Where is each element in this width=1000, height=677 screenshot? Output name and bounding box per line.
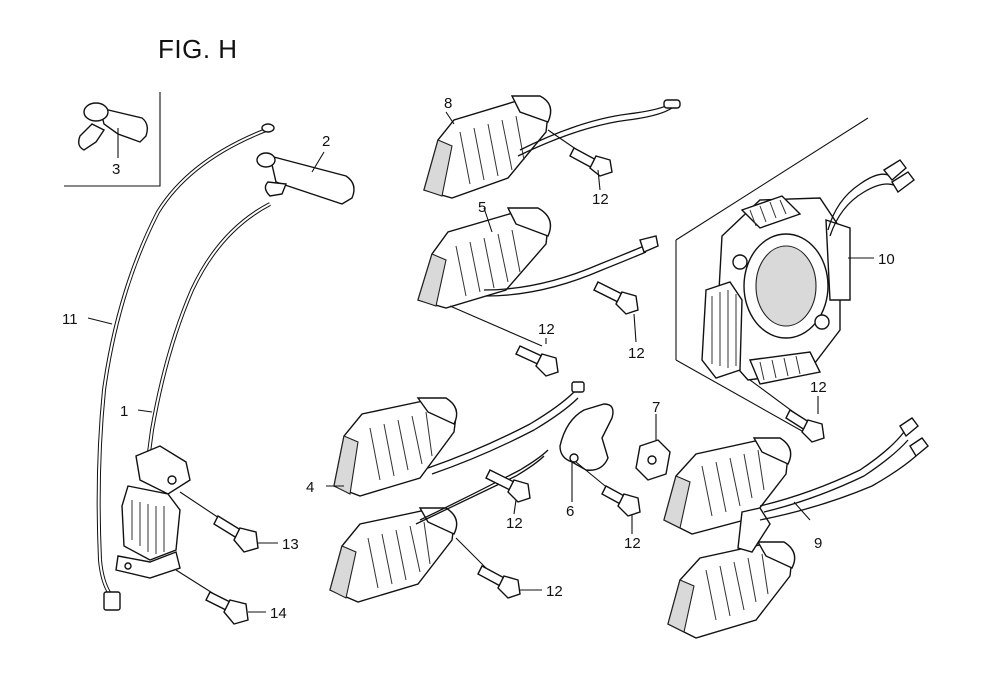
callout-13: 12 bbox=[624, 535, 641, 552]
callout-12-stator: 12 bbox=[810, 379, 827, 396]
bolt-12-coil4[interactable] bbox=[485, 469, 531, 503]
figure-title: FIG. H bbox=[158, 34, 238, 64]
callout-7: 7 bbox=[652, 399, 660, 416]
callout-12-lower: 12 bbox=[546, 583, 563, 600]
callout-14-lower: 14 bbox=[270, 605, 287, 622]
coil-5[interactable] bbox=[417, 207, 659, 309]
callout-2: 2 bbox=[322, 133, 330, 150]
callout-10: 10 bbox=[878, 251, 895, 268]
bolt-13[interactable] bbox=[575, 461, 641, 517]
leader-lines bbox=[87, 111, 874, 613]
ground-wire-11[interactable] bbox=[96, 123, 275, 611]
coil-4[interactable] bbox=[333, 381, 585, 497]
bolt-12-top[interactable] bbox=[547, 129, 613, 177]
callout-11: 11 bbox=[62, 311, 78, 328]
bolt-12-mid-left[interactable] bbox=[449, 305, 559, 377]
callout-3: 3 bbox=[112, 161, 120, 178]
bracket-6[interactable] bbox=[559, 403, 614, 502]
bolt-14-lower[interactable] bbox=[175, 569, 249, 625]
ignition-coil-1[interactable] bbox=[115, 202, 271, 579]
callout-9: 9 bbox=[814, 535, 822, 552]
spark-plug-cap-3[interactable] bbox=[77, 102, 149, 158]
bolt-12-mid-right[interactable] bbox=[593, 281, 639, 315]
coil-8[interactable] bbox=[423, 95, 681, 199]
callout-12-top: 12 bbox=[592, 191, 609, 208]
clamp-7[interactable] bbox=[635, 414, 671, 481]
callout-12-mid-right: 12 bbox=[628, 345, 645, 362]
callout-1: 1 bbox=[120, 403, 128, 420]
callout-5: 5 bbox=[478, 199, 486, 216]
callout-12-mid-left: 12 bbox=[538, 321, 555, 338]
coil-set-9[interactable] bbox=[663, 417, 929, 639]
inset-box-part-3 bbox=[64, 92, 161, 187]
callout-4: 4 bbox=[306, 479, 314, 496]
callout-8: 8 bbox=[444, 95, 452, 112]
stator-box-10 bbox=[675, 117, 869, 441]
bolt-14-upper[interactable] bbox=[179, 491, 259, 553]
stator-10[interactable] bbox=[701, 159, 915, 385]
callout-14-upper: 13 bbox=[282, 536, 299, 553]
bolt-12-stator[interactable] bbox=[749, 379, 825, 443]
coil-lower-12[interactable] bbox=[329, 449, 549, 603]
bolt-12-lower[interactable] bbox=[455, 537, 521, 599]
callout-6: 6 bbox=[566, 503, 574, 520]
callout-labels: 1 2 3 4 5 6 7 8 9 10 11 12 12 12 12 12 1… bbox=[62, 95, 895, 622]
callout-12-coil4: 12 bbox=[506, 515, 523, 532]
spark-plug-cap-2[interactable] bbox=[256, 151, 355, 205]
